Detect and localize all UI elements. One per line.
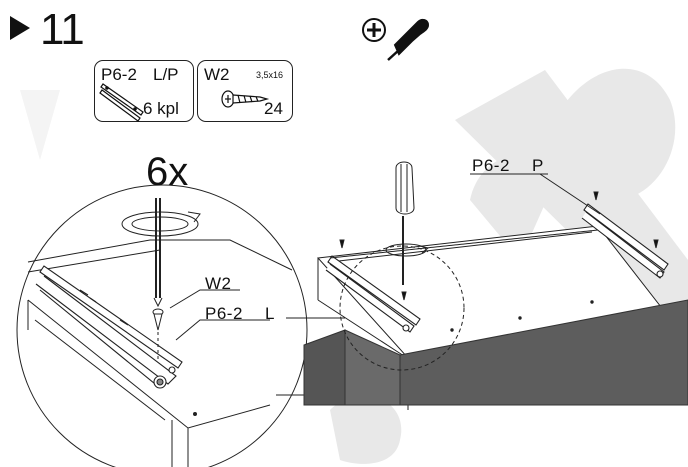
screw-label-leader bbox=[169, 289, 240, 309]
rail-label-left: P6-2 bbox=[205, 304, 243, 323]
detail-screwdriver-shaft bbox=[153, 198, 163, 308]
rail-side-left: L bbox=[265, 304, 275, 323]
drawer-slide-rails-icon bbox=[99, 83, 144, 122]
multiplier-label: 6x bbox=[146, 150, 189, 194]
detail-cabinet bbox=[27, 239, 293, 467]
part-box-rails: P6-2 L/P 6 kpl bbox=[94, 60, 194, 122]
watermark-corner bbox=[20, 90, 60, 160]
phillips-screwdriver-icon bbox=[362, 18, 430, 61]
detail-drawer-rail bbox=[35, 265, 183, 389]
watermark-blob-2 bbox=[470, 153, 560, 260]
step-number: 11 bbox=[10, 6, 85, 54]
screw-markers bbox=[339, 191, 659, 301]
rail-right bbox=[581, 203, 669, 279]
part-box-screws: W2 3,5x16 24 bbox=[197, 60, 293, 122]
screw-label: W2 bbox=[205, 274, 232, 293]
watermark-blob-3 bbox=[330, 395, 402, 464]
rail-label-right: P6-2 bbox=[472, 156, 510, 175]
base-shelf bbox=[303, 299, 688, 406]
detail-magnifier-circle bbox=[16, 184, 308, 467]
main-screwdriver bbox=[385, 161, 430, 285]
step-arrow-icon bbox=[10, 16, 30, 40]
watermark-blob bbox=[540, 68, 676, 202]
detail-focus-circle bbox=[339, 245, 465, 371]
wood-screw-icon bbox=[221, 90, 270, 108]
detail-screw bbox=[152, 308, 164, 362]
rail-side-right: P bbox=[532, 156, 544, 175]
rail-label-leader-left bbox=[175, 319, 270, 341]
